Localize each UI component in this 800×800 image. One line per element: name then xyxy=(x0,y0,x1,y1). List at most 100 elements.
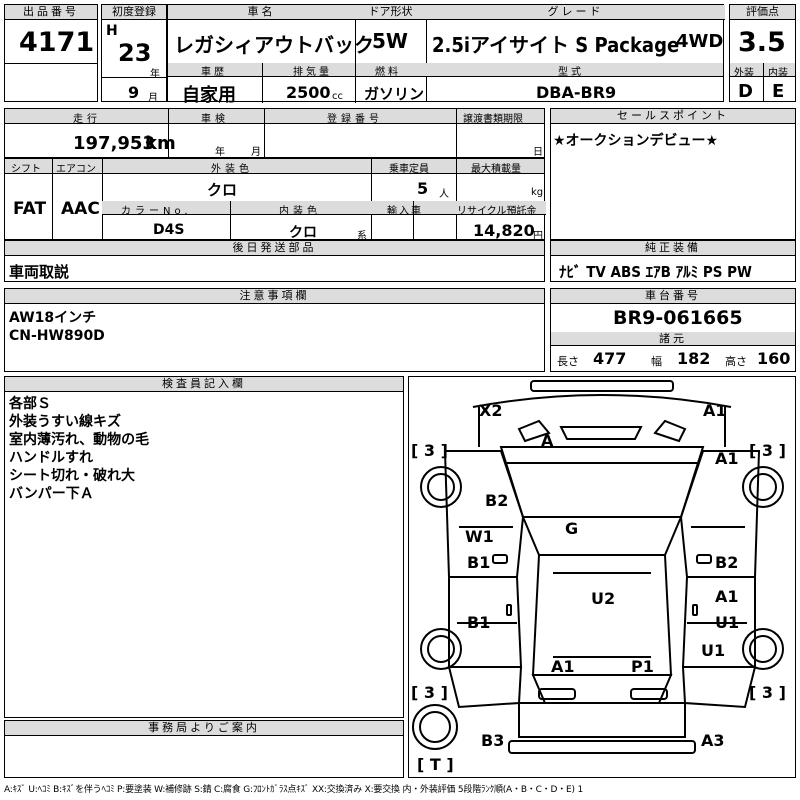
damage-label: A1 xyxy=(703,401,727,420)
lot-box: 出品番号 4171 xyxy=(4,4,98,102)
inspector-label: 検査員記入欄 xyxy=(5,377,403,392)
drive-value: 4WD xyxy=(676,31,724,52)
damage-label: G xyxy=(565,519,579,538)
car-name: レガシィアウトバック xyxy=(174,33,374,57)
height-value: 160 xyxy=(757,349,791,368)
transfer-day-unit: 日 xyxy=(533,147,543,158)
inspector-line-1: 各部Ｓ xyxy=(9,396,51,412)
length-value: 477 xyxy=(593,349,627,368)
shift-label: シフト xyxy=(11,164,41,175)
max-load-unit: kg xyxy=(531,187,544,198)
damage-label: U2 xyxy=(591,589,616,608)
damage-label: A1 xyxy=(715,587,739,606)
tire-mark: [ 3 ] xyxy=(411,441,448,460)
recycle-unit: 円 xyxy=(533,231,543,242)
damage-label: B1 xyxy=(467,553,491,572)
inspection-month-unit: 月 xyxy=(251,147,261,158)
sales-point-box: セールスポイント ★オークションデビュー★ xyxy=(550,108,796,240)
chassis-box: 車台番号 BR9-061665 諸元 長さ 477 幅 182 高さ 160 xyxy=(550,288,796,372)
score-value: 3.5 xyxy=(738,27,786,58)
main-info-box: 車名 ドア形状 グレード レガシィアウトバック 5W 2.5iアイサイト S P… xyxy=(167,4,725,106)
equipment-value: ﾅﾋﾞ TV ABS ｴｱB ｱﾙﾐ PS PW xyxy=(559,263,752,281)
inspector-line-6: バンパー下Ａ xyxy=(9,486,94,502)
transfer-label: 譲渡書類期限 xyxy=(463,114,523,125)
sales-point-value: ★オークションデビュー★ xyxy=(553,133,719,149)
grade-label: グレード xyxy=(426,5,725,20)
lot-label: 出品番号 xyxy=(5,5,97,20)
model-label: 型式 xyxy=(558,67,584,78)
ext-color-value: クロ xyxy=(207,181,238,199)
damage-label: W1 xyxy=(465,527,494,546)
car-outline-diagram xyxy=(412,380,784,754)
int-score-label: 内装 xyxy=(768,68,788,79)
office-box: 事務局よりご案内 xyxy=(4,720,404,778)
mileage-block: 走行 車検 登録番号 譲渡書類期限 197,953 km 年 月 日 xyxy=(4,108,545,158)
reg-year-unit: 年 xyxy=(150,69,160,80)
damage-label: P1 xyxy=(631,657,654,676)
model-value: DBA-BR9 xyxy=(536,83,617,102)
damage-diagram: X2 A1 A A1 B2 G W1 B1 B2 U2 A1 B1 U1 U1 … xyxy=(408,376,796,778)
reg-no-label: 登録番号 xyxy=(327,114,383,125)
int-color-label: 内装色 xyxy=(279,206,321,217)
chassis-value: BR9-061665 xyxy=(613,307,743,329)
displacement-value: 2500 xyxy=(286,83,331,102)
spec-block: シフト エアコン 外装色 乗車定員 最大積載量 FAT AAC クロ 5 人 k… xyxy=(4,158,546,242)
door-type: 5W xyxy=(372,29,408,53)
tire-mark: [ 3 ] xyxy=(749,683,786,702)
fuel-value: ガソリン xyxy=(364,85,425,103)
color-no-value: D4S xyxy=(153,222,185,238)
tire-mark: [ T ] xyxy=(417,755,454,774)
office-label: 事務局よりご案内 xyxy=(5,721,403,736)
history-value: 自家用 xyxy=(182,85,236,106)
damage-label: B2 xyxy=(485,491,509,510)
reg-year: 23 xyxy=(118,39,152,67)
ext-color-label: 外装色 xyxy=(211,164,253,175)
inspector-line-3: 室内薄汚れ、動物の毛 xyxy=(9,432,150,448)
displacement-unit: cc xyxy=(332,91,343,102)
inspector-line-4: ハンドルすれ xyxy=(9,450,93,466)
damage-label: A1 xyxy=(551,657,575,676)
reg-month-unit: 月 xyxy=(148,93,158,104)
equipment-label: 純正装備 xyxy=(551,241,795,256)
grade-value: 2.5iアイサイト S Package xyxy=(432,33,680,57)
ext-score-label: 外装 xyxy=(734,68,754,79)
registration-box: 初度登録 H 23 年 9 月 xyxy=(101,4,167,104)
damage-label: A1 xyxy=(715,449,739,468)
height-label: 高さ xyxy=(725,355,747,368)
notes-line-1: AW18インチ xyxy=(9,310,97,326)
sales-point-label: セールスポイント xyxy=(551,109,795,124)
damage-label: B2 xyxy=(715,553,739,572)
tire-mark: [ 3 ] xyxy=(749,441,786,460)
chassis-label: 車台番号 xyxy=(551,289,795,304)
max-load-label: 最大積載量 xyxy=(471,164,521,175)
damage-label: A3 xyxy=(701,731,725,750)
recycle-value: 14,820 xyxy=(473,221,535,240)
mileage-value: 197,953 xyxy=(73,133,155,154)
fuel-label: 燃料 xyxy=(375,67,401,78)
mileage-label: 走行 xyxy=(73,114,101,125)
inspection-label: 車検 xyxy=(201,114,229,125)
mileage-unit: km xyxy=(145,133,176,154)
int-color-unit: 系 xyxy=(357,231,367,242)
displacement-label: 排気量 xyxy=(293,67,332,78)
notes-box: 注意事項欄 AW18インチ CN-HW890D xyxy=(4,288,545,372)
import-label: 輸入車 xyxy=(387,206,423,217)
width-value: 182 xyxy=(677,349,711,368)
inspector-line-5: シート切れ・破れ大 xyxy=(9,468,135,484)
capacity-value: 5 xyxy=(417,179,429,198)
later-parts-value: 車両取説 xyxy=(9,263,70,281)
capacity-label: 乗車定員 xyxy=(389,164,429,175)
reg-era: H xyxy=(106,23,118,39)
recycle-label: リサイクル預託金 xyxy=(457,206,537,217)
damage-label: X2 xyxy=(479,401,503,420)
color-no-label: カラーNo. xyxy=(121,206,192,217)
damage-label: B1 xyxy=(467,613,491,632)
history-label: 車歴 xyxy=(201,67,227,78)
door-label: ドア形状 xyxy=(355,5,426,20)
damage-label: U1 xyxy=(715,613,740,632)
tire-mark: [ 3 ] xyxy=(411,683,448,702)
later-parts-label: 後日発送部品 xyxy=(5,241,544,256)
reg-label: 初度登録 xyxy=(102,5,166,20)
int-score: E xyxy=(772,81,785,102)
damage-label: A xyxy=(541,431,554,450)
